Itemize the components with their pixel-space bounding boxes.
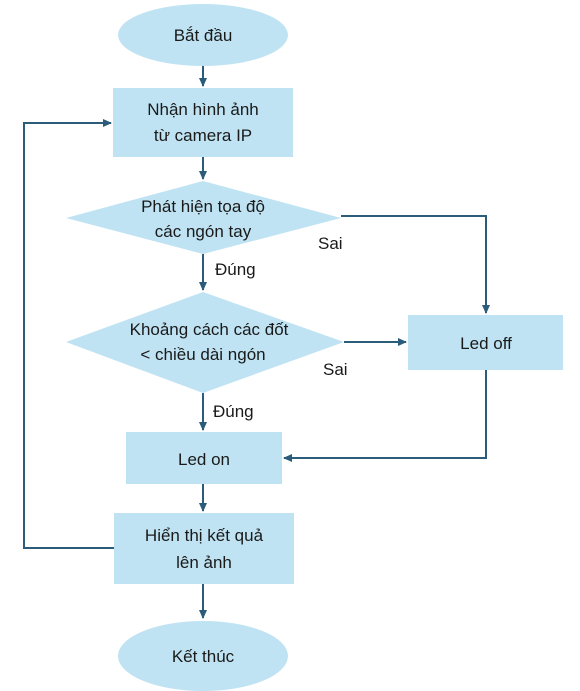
start-label: Bắt đầu — [174, 26, 233, 45]
receive-image-label-line-1: Nhận hình ảnh — [147, 100, 259, 119]
receive-image-process: Nhận hình ảnh từ camera IP — [113, 88, 293, 157]
edge-loop-back — [23, 119, 114, 549]
led-off-label: Led off — [460, 334, 512, 353]
edge-detect-to-ledoff — [341, 215, 490, 314]
led-off-process: Led off — [408, 315, 563, 370]
compare-distance-decision: Khoảng cách các đốt < chiều dài ngón — [66, 292, 344, 393]
detect-fingers-label-line-2: các ngón tay — [155, 222, 252, 241]
end-label: Kết thúc — [172, 647, 235, 666]
detect-fingers-label-line-1: Phát hiện tọa độ — [141, 197, 265, 216]
compare-distance-label-line-2: < chiều dài ngón — [140, 345, 265, 364]
compare-no-label: Sai — [323, 360, 348, 379]
end-terminal: Kết thúc — [118, 621, 288, 691]
led-on-label: Led on — [178, 450, 230, 469]
show-result-label-line-1: Hiển thị kết quả — [145, 526, 264, 545]
edges — [23, 66, 490, 619]
detect-fingers-decision: Phát hiện tọa độ các ngón tay — [66, 181, 341, 254]
compare-distance-label-line-1: Khoảng cách các đốt — [130, 320, 289, 339]
led-on-process: Led on — [126, 432, 282, 484]
show-result-label-line-2: lên ảnh — [176, 553, 232, 572]
edge-ledoff-to-ledon — [283, 370, 487, 462]
detect-no-label: Sai — [318, 234, 343, 253]
receive-image-label-line-2: từ camera IP — [154, 126, 252, 145]
detect-yes-label: Đúng — [215, 260, 256, 279]
start-terminal: Bắt đầu — [118, 4, 288, 66]
compare-yes-label: Đúng — [213, 402, 254, 421]
show-result-process: Hiển thị kết quả lên ảnh — [114, 513, 294, 584]
